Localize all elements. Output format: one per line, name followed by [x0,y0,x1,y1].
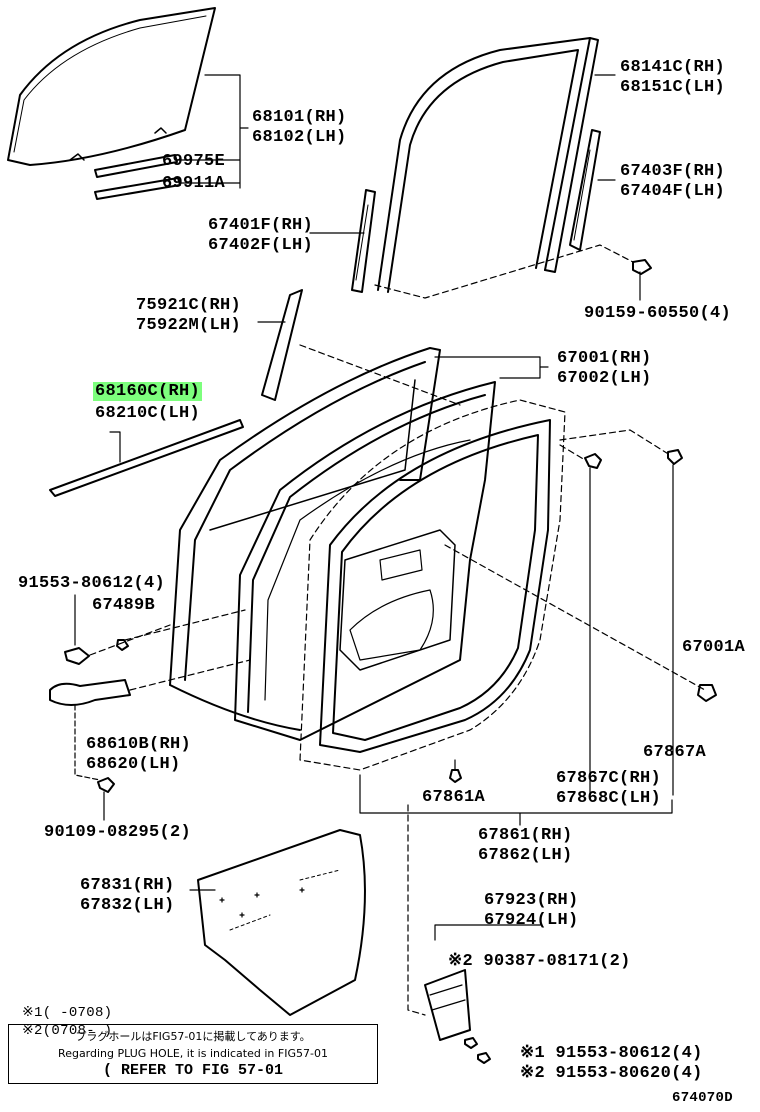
part-label-68160c-highlighted[interactable]: 68160C(RH) [93,382,203,402]
part-label-68210c[interactable]: 68210C(LH) [95,404,201,423]
legend-note-2: ※2(0708- ) [22,1023,113,1039]
part-label-67001[interactable]: 67001(RH) [557,349,652,368]
part-label-68151c[interactable]: 68151C(LH) [620,78,726,97]
inner-frame-drawing [234,381,496,741]
part-label-91553-80612[interactable]: 91553-80612(4) [18,574,166,593]
part-label-68102[interactable]: 68102(LH) [252,128,347,147]
part-label-75922m[interactable]: 75922M(LH) [136,316,242,335]
part-label-67401f[interactable]: 67401F(RH) [208,216,314,235]
part-label-67924[interactable]: 67924(LH) [484,911,579,930]
note-line-japanese: プラグホールはFIG57-01に掲載してあります。 [75,1030,311,1043]
part-label-67867a[interactable]: 67867A [643,743,707,762]
part-label-91553-80612-b[interactable]: ※1 91553-80612(4) [520,1044,703,1063]
part-label-67923[interactable]: 67923(RH) [484,891,579,910]
part-label-75921c[interactable]: 75921C(RH) [136,296,242,315]
door-panel-drawing [169,347,441,731]
note-refer-link[interactable]: ( REFER TO FIG 57-01 [102,1062,284,1079]
part-label-68101[interactable]: 68101(RH) [252,108,347,127]
part-label-67831[interactable]: 67831(RH) [80,876,175,895]
part-label-68620[interactable]: 68620(LH) [86,755,181,774]
part-label-69911a[interactable]: 69911A [162,174,226,193]
legend-note-1: ※1( -0708) [22,1005,113,1021]
glass-strips-drawing [94,154,181,200]
door-glass-drawing [7,7,216,166]
highlight-marker: 68160C(RH) [93,382,203,401]
part-label-67862[interactable]: 67862(LH) [478,846,573,865]
frame-run-drawing [377,37,599,293]
part-label-90387[interactable]: ※2 90387-08171(2) [448,952,631,971]
part-label-68141c[interactable]: 68141C(RH) [620,58,726,77]
service-cover-drawing [189,829,366,1016]
part-label-67402f[interactable]: 67402F(LH) [208,236,314,255]
part-label-67868c[interactable]: 67868C(LH) [556,789,662,808]
weatherstrip-drawing [299,399,566,771]
hinge-hardware-drawing [49,594,251,821]
note-line-english: Regarding PLUG HOLE, it is indicated in … [58,1047,328,1060]
part-label-69975e[interactable]: 69975E [162,152,226,171]
part-label-91553-80620[interactable]: ※2 91553-80620(4) [520,1064,703,1083]
part-label-67867c[interactable]: 67867C(RH) [556,769,662,788]
part-label-90159[interactable]: 90159-60550(4) [584,304,732,323]
part-label-67002[interactable]: 67002(LH) [557,369,652,388]
part-label-67861[interactable]: 67861(RH) [478,826,573,845]
part-label-67404f[interactable]: 67404F(LH) [620,182,726,201]
part-label-67861a[interactable]: 67861A [422,788,486,807]
figure-code: 674070D [672,1090,733,1106]
bolt-90159-drawing [632,259,652,301]
plug-hole-note-box: プラグホールはFIG57-01に掲載してあります。 Regarding PLUG… [8,1024,378,1084]
lower-bracket-drawing [407,804,541,1064]
part-label-67832[interactable]: 67832(LH) [80,896,175,915]
part-label-68610b[interactable]: 68610B(RH) [86,735,192,754]
part-label-67403f[interactable]: 67403F(RH) [620,162,726,181]
part-label-90109[interactable]: 90109-08295(2) [44,823,192,842]
part-label-67489b[interactable]: 67489B [92,596,156,615]
part-label-67001a[interactable]: 67001A [682,638,746,657]
